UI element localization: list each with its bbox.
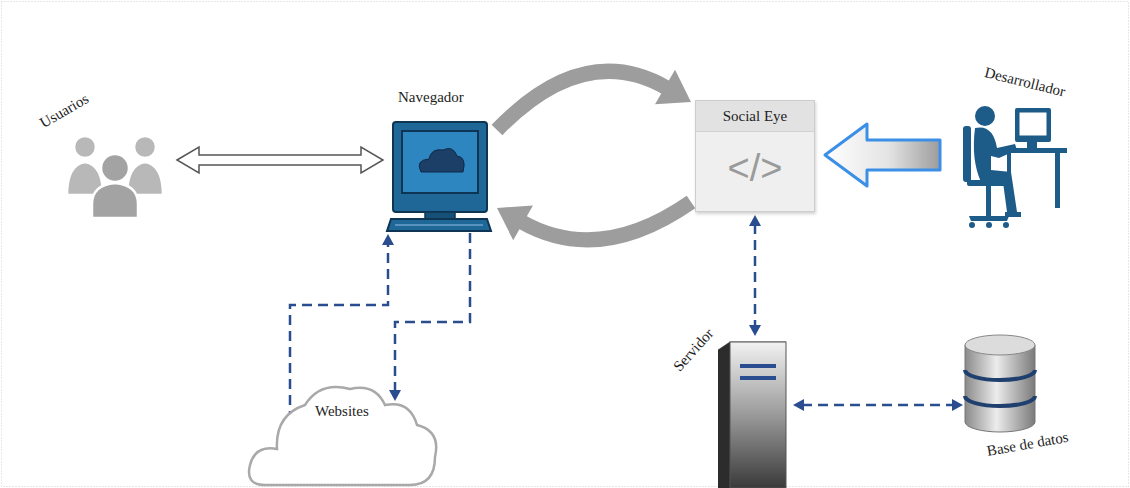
database-icon: Base de datos	[955, 330, 1110, 480]
connector	[177, 147, 383, 173]
curved-arrow	[521, 202, 691, 240]
box-title: Social Eye	[696, 107, 814, 125]
icon-label: Websites	[315, 402, 369, 420]
connector	[389, 233, 470, 401]
hollow-double-arrow	[177, 147, 383, 173]
dashed-line	[395, 233, 470, 392]
icon-label: Navegador	[398, 88, 464, 106]
icon-label: Desarrollador	[983, 63, 1067, 100]
connector	[793, 399, 963, 411]
connector	[825, 124, 940, 186]
code-symbol: </>	[696, 147, 814, 189]
connector	[497, 202, 691, 240]
server-icon: Servidor	[670, 320, 790, 488]
dashed-line	[802, 404, 954, 407]
dashed-line	[754, 224, 757, 327]
block-arrow	[825, 124, 940, 186]
cloud-illustration	[245, 375, 440, 488]
icon-label: Usuarios	[37, 90, 92, 132]
connector	[497, 70, 691, 130]
people-illustration	[35, 75, 175, 220]
db-illustration	[955, 330, 1110, 480]
developer-icon: Desarrollador	[955, 60, 1120, 235]
users-icon: Usuarios	[35, 75, 175, 220]
cloud-shape: Websites	[245, 375, 440, 488]
computer-illustration	[385, 88, 493, 233]
curved-arrow	[497, 71, 667, 130]
icon-label: Base de datos	[985, 428, 1069, 460]
component-box: Social Eye </>	[695, 100, 815, 212]
browser-icon: Navegador	[385, 88, 493, 233]
connector	[749, 215, 761, 336]
icon-label: Servidor	[669, 325, 717, 375]
